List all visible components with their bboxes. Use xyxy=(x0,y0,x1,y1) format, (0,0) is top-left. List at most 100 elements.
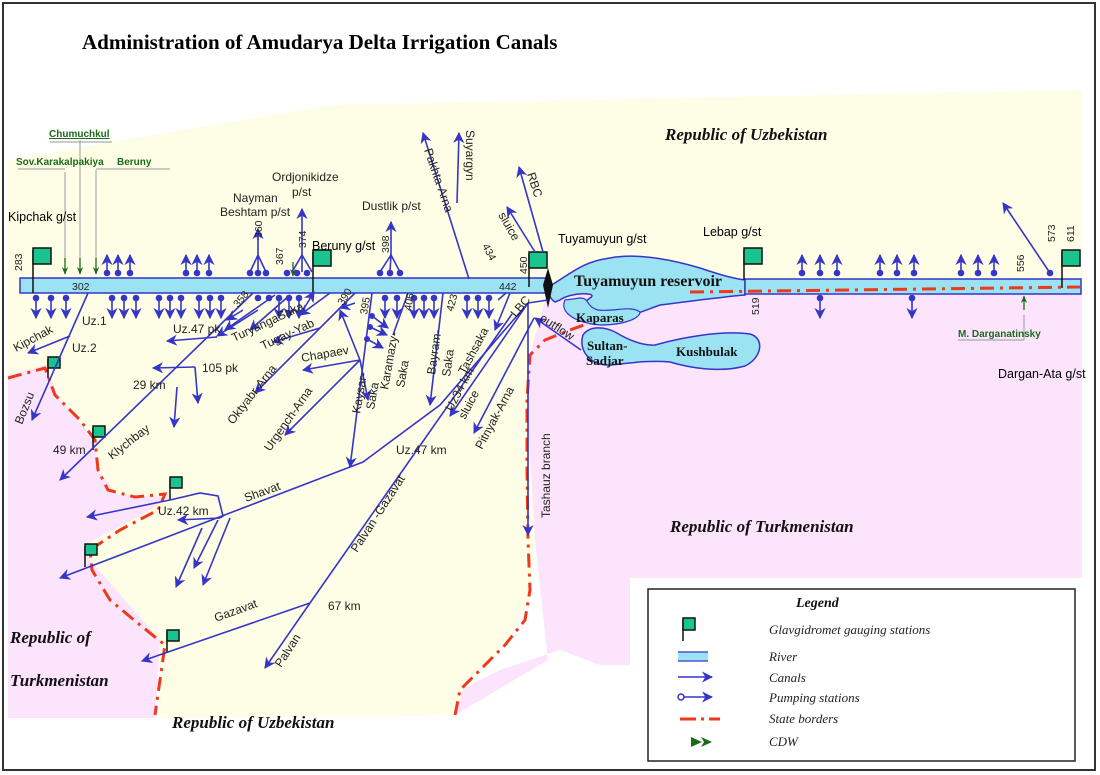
state-border-river xyxy=(689,285,1081,294)
pumping-station-icon xyxy=(814,253,826,277)
pumping-station-icon xyxy=(112,253,124,277)
cdw-icon xyxy=(691,737,712,747)
river-km: 611 xyxy=(1065,225,1077,242)
pump-post-label: Nayman xyxy=(233,191,278,205)
river-km: 519 xyxy=(750,297,762,315)
flag-icon[interactable] xyxy=(169,476,183,500)
pumping-station-icon xyxy=(814,294,826,320)
pump-post-label: Dustlik p/st xyxy=(362,199,421,213)
legend-item-label: Pumping stations xyxy=(768,690,860,705)
country-label: Republic of xyxy=(9,628,93,647)
pumping-station-icon xyxy=(461,294,473,320)
legend-item-label: Glavgidromet gauging stations xyxy=(769,622,930,637)
canal-label: Uz.47 pk xyxy=(173,322,221,336)
cdw-label: Chumuchkul xyxy=(49,129,110,140)
flag-icon[interactable] xyxy=(84,543,98,567)
pumping-station-icon xyxy=(118,294,130,320)
country-label: Turkmenistan xyxy=(10,671,109,690)
turkmenistan-area-left xyxy=(8,365,168,718)
turkmenistan-area-right xyxy=(455,285,1082,715)
river-km: 395 xyxy=(358,296,373,315)
flag-icon[interactable] xyxy=(166,629,180,652)
cdw-label: Sov.Karakalpakiya xyxy=(16,157,104,168)
river-km: 374 xyxy=(297,230,309,248)
pumping-station-icon xyxy=(130,294,142,320)
flag-icon[interactable] xyxy=(312,249,332,293)
amudarya-river-upper xyxy=(744,278,1082,295)
pumping-station-icon xyxy=(906,294,918,320)
flag-icon[interactable] xyxy=(743,247,763,280)
canal-label: Uz.42 km xyxy=(158,504,209,518)
pumping-station-icon xyxy=(175,294,187,320)
flag-icon xyxy=(682,617,696,641)
pumping-station-icon xyxy=(379,294,391,320)
pumping-station-icon xyxy=(262,269,270,277)
pumping-station-icon xyxy=(60,294,72,320)
cdw-label: Beruny xyxy=(117,157,152,168)
amudarya-river xyxy=(19,277,549,294)
river-km: 283 xyxy=(13,253,25,271)
canal-label: Uz.47 km xyxy=(396,443,447,457)
canal-label: Uz.2 xyxy=(72,341,97,355)
flag-icon[interactable] xyxy=(32,247,52,293)
flag-icon[interactable] xyxy=(1061,249,1081,288)
pumping-station-icon xyxy=(428,294,440,320)
lake-label: Sadjar xyxy=(586,353,624,368)
pumping-station-icon xyxy=(124,253,136,277)
canals xyxy=(26,131,1051,669)
lake-label: Sultan- xyxy=(587,338,627,353)
pumping-station-icon xyxy=(153,294,165,320)
river-km: 423 xyxy=(444,293,460,313)
pumping-station-icon xyxy=(386,269,394,277)
cdw-label: M. Darganatinsky xyxy=(958,329,1041,340)
station-label: Beruny g/st xyxy=(312,239,376,253)
flag-icon[interactable] xyxy=(92,425,106,450)
tuyamuyun-dam xyxy=(543,268,553,308)
pumping-station-icon xyxy=(164,294,176,320)
pumping-stations xyxy=(30,253,1054,320)
river-icon xyxy=(678,651,708,662)
canal-label: 105 pk xyxy=(202,361,239,375)
uzbekistan-area xyxy=(8,90,1082,288)
pumping-station-icon xyxy=(106,294,118,320)
pumping-station-icon xyxy=(908,253,920,277)
pumping-station-icon xyxy=(972,253,984,277)
lake-label: Kaparas xyxy=(576,310,624,325)
kaparas-lake xyxy=(563,297,641,326)
pumping-station-icon xyxy=(408,294,420,320)
river-km: 442 xyxy=(499,281,517,293)
pumping-station-icon xyxy=(677,691,714,703)
river-km: 556 xyxy=(1015,254,1027,272)
uzbekistan-area-lower xyxy=(8,288,548,718)
canal-label: Bayram- xyxy=(424,329,444,376)
canal-label: 29 km xyxy=(133,378,166,392)
legend-title: Legend xyxy=(795,596,840,611)
lake-label: Kushbulak xyxy=(676,344,738,359)
station-label: Tuyamuyun g/st xyxy=(558,232,647,246)
pump-post-label: Beshtam p/st xyxy=(220,205,291,219)
pumping-station-icon xyxy=(472,294,484,320)
legend-item-label: Canals xyxy=(769,670,806,685)
pumping-station-icon xyxy=(391,294,403,320)
pumping-station-icon xyxy=(396,269,404,277)
pumping-station-icon xyxy=(293,294,305,320)
river-km: 573 xyxy=(1046,224,1058,242)
legend-item-label: River xyxy=(768,649,798,664)
pumping-station-icon xyxy=(988,253,1000,277)
flag-icon[interactable] xyxy=(528,251,548,287)
country-label: Republic of Turkmenistan xyxy=(669,517,854,536)
flag-icon[interactable] xyxy=(47,356,61,378)
pumping-station-icon xyxy=(30,294,42,320)
station-label: Dargan-Ata g/st xyxy=(998,367,1086,381)
pumping-station-icon xyxy=(204,294,216,320)
pumping-station-icon xyxy=(303,269,311,277)
pumping-station-icon xyxy=(203,253,215,277)
river-km: 367 xyxy=(274,247,286,265)
pumping-station-icon xyxy=(418,294,430,320)
pump-post-label: p/st xyxy=(292,185,312,199)
tuyamuyun-reservoir xyxy=(547,255,746,320)
country-label: Republic of Uzbekistan xyxy=(171,713,334,732)
pumping-station-icon xyxy=(45,294,57,320)
pumping-station-icon xyxy=(831,253,843,277)
